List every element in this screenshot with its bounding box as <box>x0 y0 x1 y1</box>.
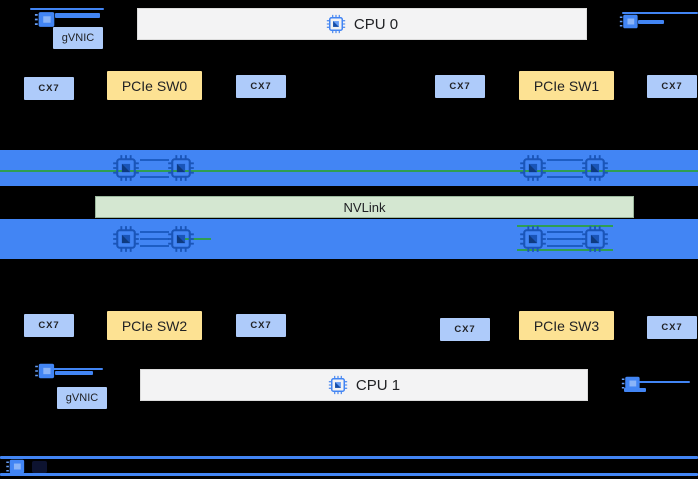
cx7-box-2: CX7 <box>236 75 286 98</box>
gvnic-bottom-label: gVNIC <box>65 392 99 404</box>
nic-link-line <box>622 12 698 14</box>
processor-chip-icon <box>326 14 346 34</box>
nic-link-bar <box>624 388 646 392</box>
gvnic-box-bottom: gVNIC <box>57 387 107 409</box>
cx7-label: CX7 <box>250 81 272 92</box>
nic-link-line <box>30 8 104 10</box>
cx7-label: CX7 <box>38 320 60 331</box>
gpu-link-line <box>140 176 169 178</box>
nic-chip-icon <box>619 14 638 29</box>
gpu-chip-icon <box>113 226 139 252</box>
legend-top-line <box>0 456 698 459</box>
processor-chip-icon <box>328 375 348 395</box>
cx7-label: CX7 <box>661 81 683 92</box>
gpu-link-line <box>140 238 169 240</box>
gpu-chip-icon <box>168 155 194 181</box>
cpu0-box: CPU 0 <box>137 8 587 40</box>
nic-link-bar <box>638 20 664 24</box>
gpu-link-green <box>517 249 613 251</box>
nvlink-label: NVLink <box>343 199 386 215</box>
gpu-link-green <box>517 225 613 227</box>
nic-chip-icon <box>35 363 55 379</box>
pcie-sw1-box: PCIe SW1 <box>519 71 614 100</box>
legend-chip-icon <box>6 459 25 474</box>
gvnic-box-top: gVNIC <box>53 27 103 49</box>
gpu-link-line <box>547 231 583 233</box>
cx7-box-1: CX7 <box>24 77 74 100</box>
cx7-label: CX7 <box>449 81 471 92</box>
legend-text-remnant <box>32 461 47 473</box>
nic-chip-icon <box>34 12 55 27</box>
gpu-link-line <box>140 245 169 247</box>
cx7-box-8: CX7 <box>647 316 697 339</box>
gpu-chip-icon <box>520 155 546 181</box>
gpu-chip-icon <box>582 226 608 252</box>
gvnic-top-label: gVNIC <box>61 32 95 44</box>
pcie-sw1-label: PCIe SW1 <box>533 77 600 94</box>
legend-bottom-line <box>0 473 698 476</box>
gpu-link-line <box>547 176 583 178</box>
gpu-chip-icon <box>168 226 194 252</box>
gpu-chip-icon <box>582 155 608 181</box>
nic-link-line <box>639 381 690 383</box>
cx7-box-4: CX7 <box>647 75 697 98</box>
pcie-sw3-label: PCIe SW3 <box>533 317 600 334</box>
cx7-box-3: CX7 <box>435 75 485 98</box>
gpu-link-green <box>183 238 211 240</box>
gpu-link-line <box>140 159 169 161</box>
pcie-sw3-box: PCIe SW3 <box>519 311 614 340</box>
cx7-box-7: CX7 <box>440 318 490 341</box>
cx7-box-6: CX7 <box>236 314 286 337</box>
cx7-label: CX7 <box>661 322 683 333</box>
nic-chip-icon <box>621 376 640 391</box>
pcie-sw0-box: PCIe SW0 <box>107 71 202 100</box>
gpu-link-line <box>547 159 583 161</box>
nic-link-bar <box>55 371 93 375</box>
cx7-label: CX7 <box>250 320 272 331</box>
gpu-chip-icon <box>520 226 546 252</box>
gpu-chip-icon <box>113 155 139 181</box>
pcie-sw2-label: PCIe SW2 <box>121 317 188 334</box>
gpu-link-line <box>547 238 583 240</box>
gpu-band-top-green-link <box>0 170 698 172</box>
cpu0-label: CPU 0 <box>353 15 399 33</box>
gpu-link-line <box>547 245 583 247</box>
pcie-sw2-box: PCIe SW2 <box>107 311 202 340</box>
cpu1-box: CPU 1 <box>140 369 588 401</box>
cpu1-label: CPU 1 <box>355 376 401 394</box>
gpu-link-line <box>140 231 169 233</box>
nic-link-line <box>40 368 103 370</box>
cx7-label: CX7 <box>454 324 476 335</box>
cx7-label: CX7 <box>38 83 60 94</box>
nic-link-bar <box>55 13 100 18</box>
nvlink-bus: NVLink <box>95 196 634 218</box>
cx7-box-5: CX7 <box>24 314 74 337</box>
pcie-sw0-label: PCIe SW0 <box>121 77 188 94</box>
